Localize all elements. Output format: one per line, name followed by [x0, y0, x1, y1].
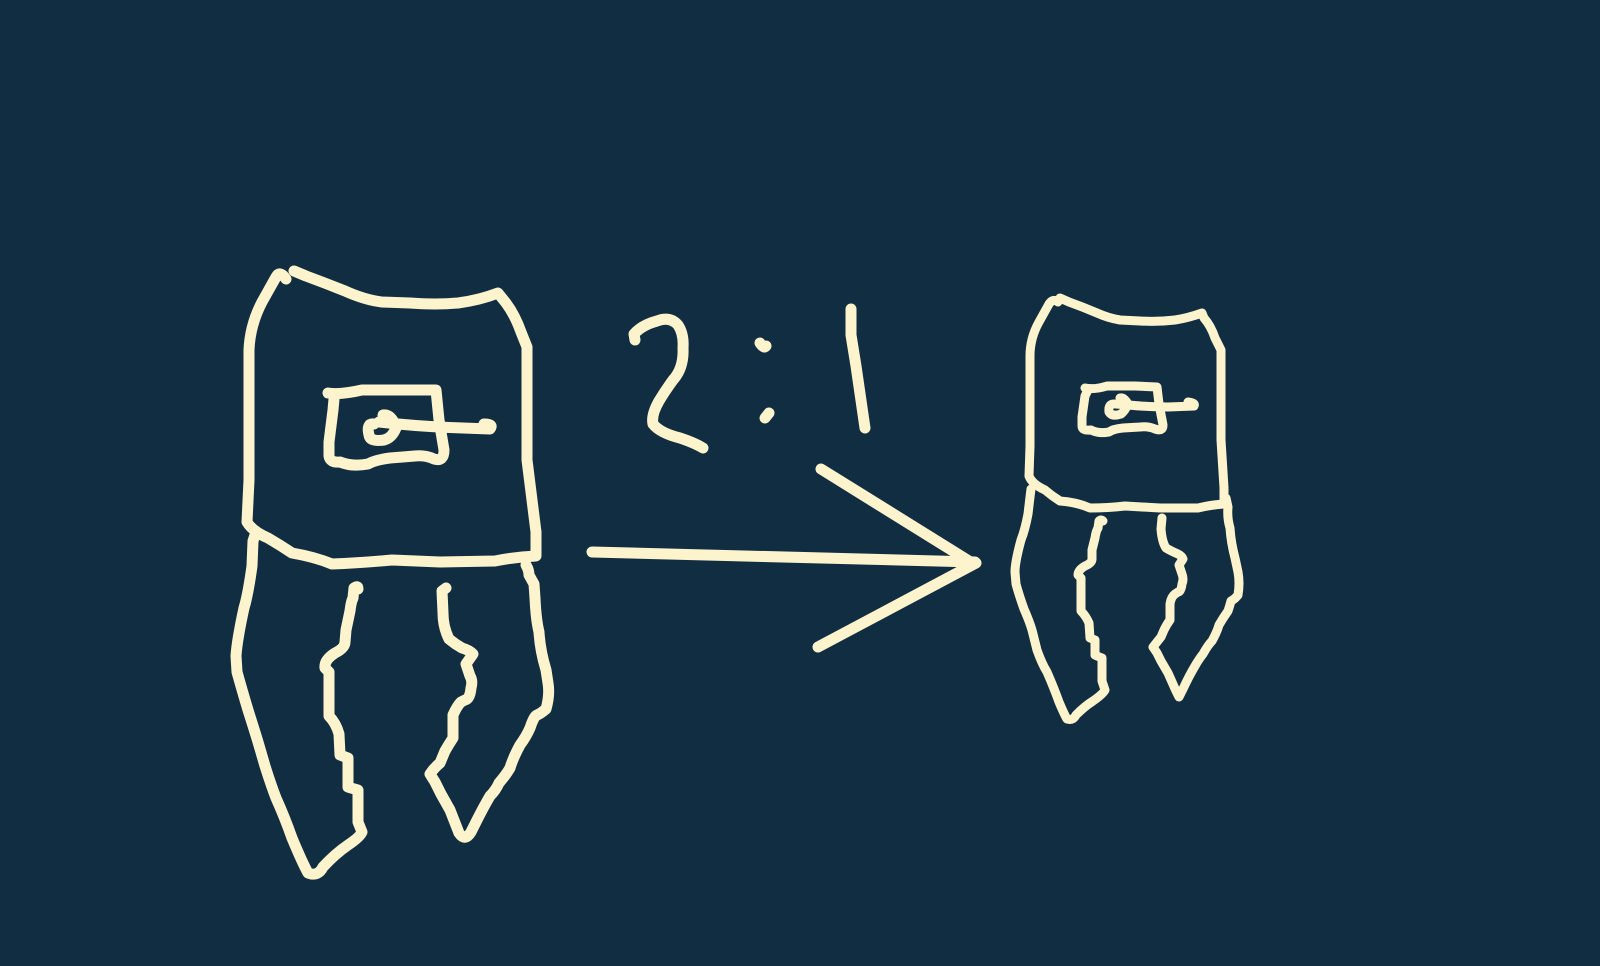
large-tooth-root-left	[230, 529, 368, 880]
small-tooth-root-right	[1148, 493, 1244, 702]
large-tooth-pulp-box	[322, 384, 450, 471]
small-tooth-pulp-dot	[1104, 393, 1133, 420]
large-tooth-root-right	[424, 559, 555, 843]
arrow-shaft	[586, 546, 981, 568]
small-tooth-crown	[1024, 293, 1229, 513]
ratio-colon-top	[754, 337, 772, 353]
ratio-left-number: 2	[640, 320, 701, 447]
ratio-drawing	[628, 303, 871, 454]
ratio-right-number: 1	[835, 320, 896, 447]
arrow-head-upper	[815, 463, 975, 567]
large-tooth	[230, 265, 555, 880]
small-tooth-root-left	[1010, 484, 1110, 724]
small-tooth	[1010, 293, 1244, 724]
ratio-separator: :	[745, 320, 776, 447]
ratio-one-stroke	[845, 303, 871, 434]
large-tooth-pulp-dot	[362, 409, 402, 446]
small-tooth-pulp-box	[1077, 381, 1168, 438]
arrow-head-lower	[812, 557, 982, 653]
arrow	[586, 463, 982, 653]
large-tooth-crown	[241, 265, 542, 570]
ratio-colon-bottom	[759, 407, 775, 424]
small-tooth-pulp-line	[1111, 397, 1199, 412]
ratio-two-stroke	[628, 313, 709, 454]
large-tooth-pulp-line	[373, 416, 497, 435]
